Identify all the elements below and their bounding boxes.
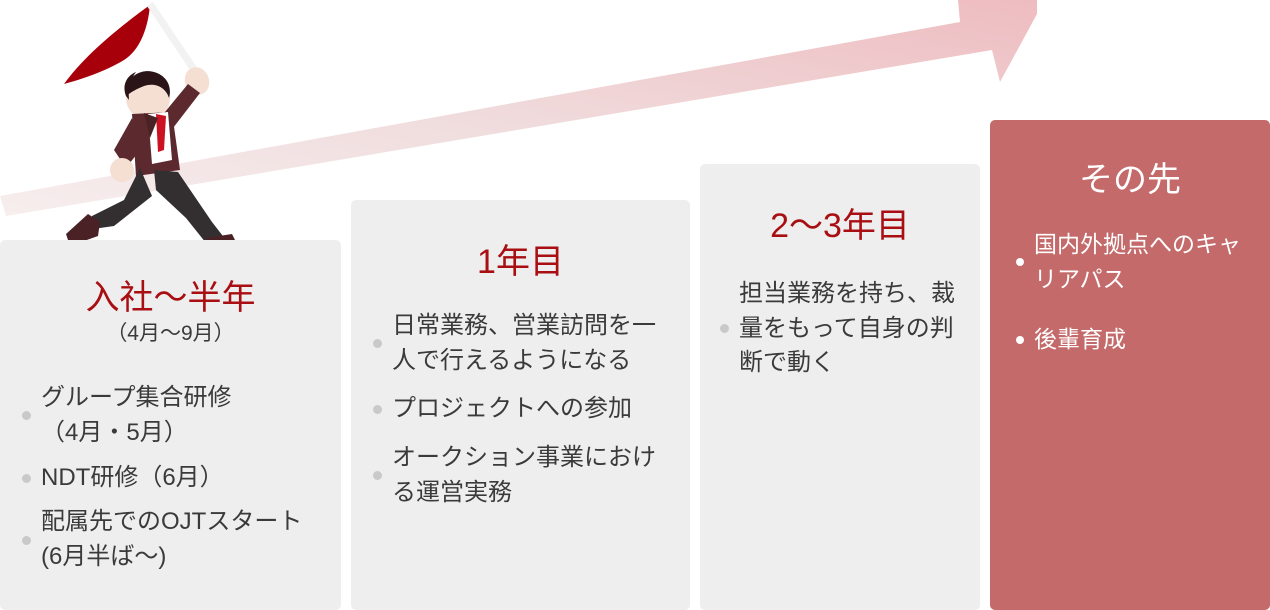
bullet-list: 国内外拠点へのキャリアパス 後輩育成 — [1008, 227, 1252, 358]
list-item-label: プロジェクトへの参加 — [392, 395, 632, 423]
stage-card-4[interactable]: その先 国内外拠点へのキャリアパス 後輩育成 — [990, 120, 1270, 610]
card-title: 2〜3年目 — [770, 207, 910, 245]
stage-card-2[interactable]: 1年目 日常業務、営業訪問を一人で行えるようになる プロジェクトへの参加 オーク… — [351, 200, 690, 610]
list-item-label: 後輩育成 — [1034, 326, 1126, 353]
list-item: NDT研修（6月） — [22, 461, 323, 496]
bullet-dot-icon — [1016, 335, 1024, 344]
bullet-dot-icon — [373, 471, 382, 481]
list-item: 配属先でのOJTスタート(6月半ば〜) — [22, 505, 323, 575]
list-item-label: 担当業務を持ち、裁量をもって自身の判断で動く — [739, 279, 955, 377]
list-item: 担当業務を持ち、裁量をもって自身の判断で動く — [720, 277, 962, 381]
list-item: 日常業務、営業訪問を一人で行えるようになる — [373, 309, 672, 379]
list-item-label: オークション事業における運営実務 — [392, 444, 656, 506]
list-item-label: グループ集合研修（4月・5月） — [41, 384, 232, 446]
list-item: 国内外拠点へのキャリアパス — [1016, 227, 1252, 298]
card-subtitle: （4月〜9月） — [106, 321, 235, 345]
list-item-label: 国内外拠点へのキャリアパス — [1034, 230, 1241, 293]
list-item: オークション事業における運営実務 — [373, 441, 672, 511]
bullet-list: 日常業務、営業訪問を一人で行えるようになる プロジェクトへの参加 オークション事… — [369, 309, 672, 511]
bullet-list: 担当業務を持ち、裁量をもって自身の判断で動く — [718, 277, 962, 381]
bullet-dot-icon — [720, 324, 729, 334]
card-title: その先 — [1079, 161, 1181, 199]
bullet-dot-icon — [22, 473, 31, 483]
list-item: グループ集合研修（4月・5月） — [22, 381, 323, 451]
card-title: 1年目 — [477, 243, 564, 281]
bullet-dot-icon — [1016, 258, 1024, 267]
stage-card-3[interactable]: 2〜3年目 担当業務を持ち、裁量をもって自身の判断で動く — [700, 164, 980, 610]
bullet-dot-icon — [22, 411, 31, 421]
list-item-label: NDT研修（6月） — [41, 463, 224, 491]
list-item: プロジェクトへの参加 — [373, 392, 672, 427]
bullet-list: グループ集合研修（4月・5月） NDT研修（6月） 配属先でのOJTスタート(6… — [18, 381, 323, 575]
bullet-dot-icon — [373, 339, 382, 349]
running-person-with-flag-icon — [64, 2, 238, 250]
card-title: 入社〜半年 — [85, 279, 256, 317]
stage-card-1[interactable]: 入社〜半年 （4月〜9月） グループ集合研修（4月・5月） NDT研修（6月） … — [0, 240, 341, 610]
list-item-label: 配属先でのOJTスタート(6月半ば〜) — [41, 508, 303, 571]
bullet-dot-icon — [22, 535, 31, 545]
bullet-dot-icon — [373, 405, 382, 415]
list-item: 後輩育成 — [1016, 322, 1252, 358]
list-item-label: 日常業務、営業訪問を一人で行えるようになる — [392, 311, 656, 374]
